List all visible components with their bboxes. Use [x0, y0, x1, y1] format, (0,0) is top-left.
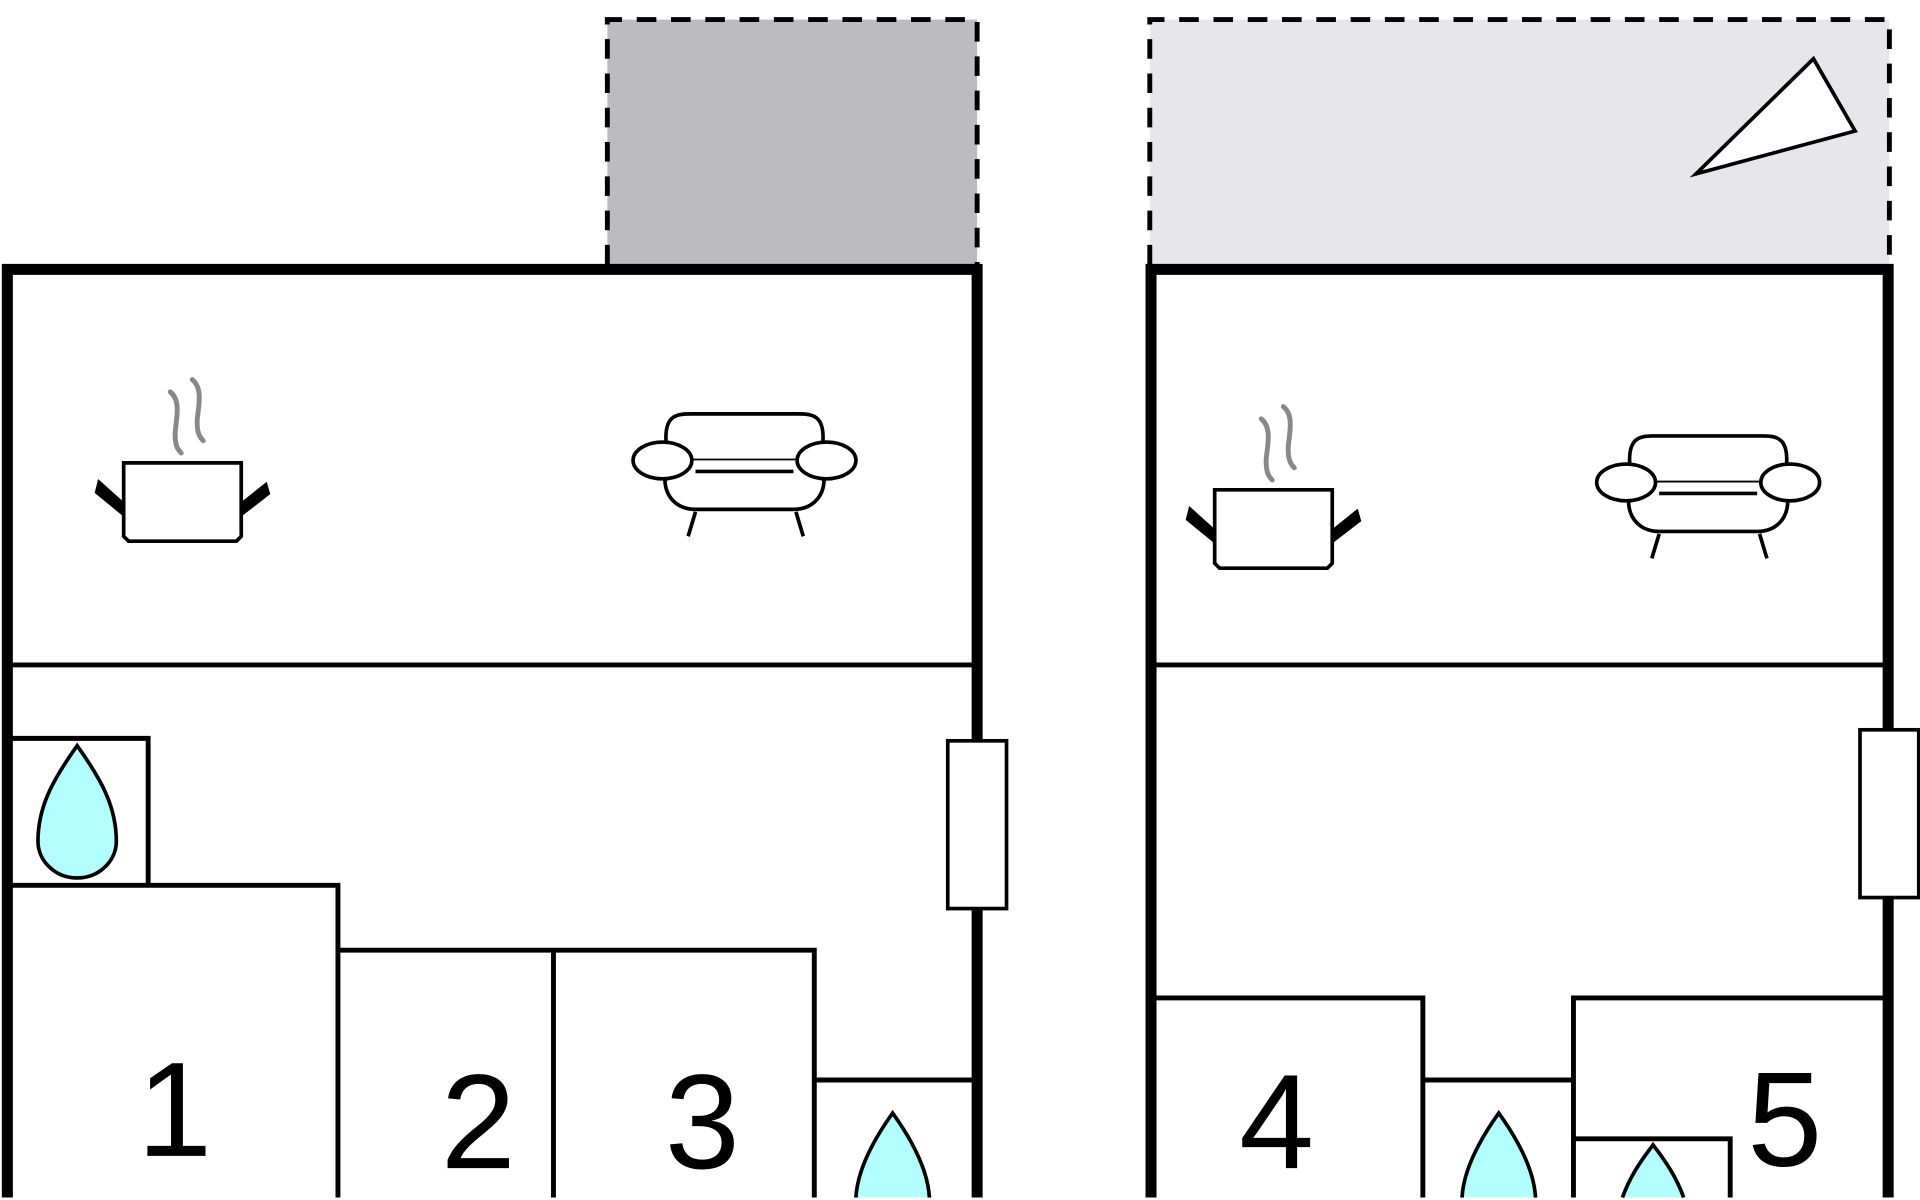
sofa-icon — [631, 412, 858, 539]
room-number-1: 1 — [137, 1034, 212, 1185]
left-window — [945, 738, 1009, 911]
water-drop-icon — [854, 1111, 932, 1200]
kitchen-pot-icon — [97, 380, 268, 542]
left-unit-interior-walls — [7, 662, 978, 1198]
terrace-left — [607, 19, 978, 265]
right-window — [1858, 727, 1920, 900]
water-drop-icon — [36, 743, 119, 880]
room-number-2: 2 — [441, 1046, 516, 1197]
room-number-3: 3 — [665, 1046, 740, 1197]
compass-triangle-icon — [1689, 55, 1858, 178]
right-unit-interior-walls — [1151, 662, 1889, 1198]
kitchen-pot-icon — [1188, 407, 1359, 569]
room-number-4: 4 — [1239, 1046, 1314, 1197]
sofa-icon — [1594, 434, 1822, 561]
water-drop-icon — [1620, 1143, 1686, 1200]
terrace-left-outline — [604, 17, 980, 265]
room-number-5: 5 — [1747, 1044, 1822, 1195]
water-drop-icon — [1460, 1111, 1538, 1200]
left-unit-outer-wall — [1, 263, 983, 1198]
terrace-right-outline — [1147, 17, 1892, 265]
